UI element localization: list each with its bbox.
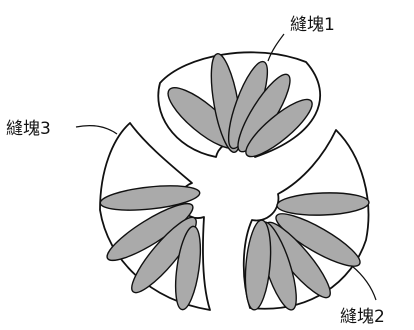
cluster-2: [242, 129, 370, 311]
cluster-3-petal: [174, 225, 202, 311]
cluster-3-outline: [99, 122, 211, 311]
cluster-1: [157, 51, 322, 158]
cluster-1-petal: [245, 98, 313, 158]
label-cluster-2: 縫塊2: [340, 307, 385, 327]
cluster-2-petal: [276, 192, 370, 216]
cluster-3: [99, 122, 211, 311]
label-cluster-1: 縫塊1: [290, 15, 335, 35]
cluster-2-petal: [275, 213, 361, 267]
cluster-3-petal: [99, 185, 201, 211]
leader-line-2: [351, 265, 377, 301]
cluster-2-petal: [244, 219, 272, 311]
label-cluster-3: 縫塊3: [6, 119, 51, 139]
cluster-3-petal: [106, 202, 194, 262]
cluster-2-outline: [242, 129, 370, 310]
cluster-3-petal: [131, 216, 197, 294]
leader-line-3: [75, 125, 118, 135]
leader-line-1: [267, 33, 285, 62]
